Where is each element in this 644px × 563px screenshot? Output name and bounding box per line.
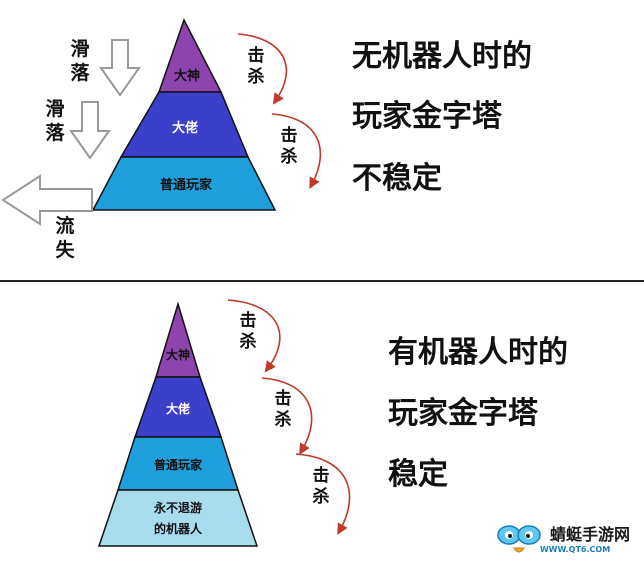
top-loss-label: 流失 xyxy=(55,214,75,261)
bottom-tier-3-label: 普通玩家 xyxy=(154,457,203,472)
top-tier-3 xyxy=(91,156,277,211)
bottom-kill-label-1: 击杀 xyxy=(240,310,257,352)
bottom-caption-line-3: 稳定 xyxy=(388,457,448,492)
bottom-tier-2-label: 大佬 xyxy=(166,401,190,416)
top-slide-label-1: 滑落 xyxy=(70,38,90,84)
bottom-kill-arrow-1 xyxy=(227,299,281,373)
bottom-caption-line-2: 玩家金字塔 xyxy=(388,396,539,431)
bottom-tier-4-label-line-2: 的机器人 xyxy=(154,521,203,536)
top-caption-line-1: 无机器人时的 xyxy=(352,39,532,74)
top-kill-label-1: 击杀 xyxy=(248,45,265,87)
top-caption-line-2: 玩家金字塔 xyxy=(352,99,503,134)
top-slide-label-2: 滑落 xyxy=(45,98,65,144)
top-kill-arrow-1 xyxy=(237,33,288,105)
top-slide-arrow-1 xyxy=(99,39,141,97)
dragonfly-logo-icon xyxy=(497,525,541,553)
bottom-tier-1-label: 大神 xyxy=(166,347,190,362)
top-tier-2-label: 大佬 xyxy=(172,120,198,136)
bottom-caption-line-1: 有机器人时的 xyxy=(388,335,568,370)
top-panel: 大神 大佬 普通玩家 滑落 滑落 流失 击杀 击杀 无机器人时的 玩家金字塔 不… xyxy=(1,18,532,261)
top-caption-line-3: 不稳定 xyxy=(352,161,442,196)
bottom-tier-4-label-line-1: 永不退游 xyxy=(153,500,202,515)
bottom-panel: 大神 大佬 普通玩家 永不退游 的机器人 击杀 击杀 击杀 有机器人时的 玩家金… xyxy=(97,299,568,547)
bottom-tier-4 xyxy=(97,489,259,547)
watermark: 蜻蜓手游网 WWW.QT6.COM xyxy=(497,525,630,554)
top-kill-arrow-2 xyxy=(271,113,322,189)
bottom-tier-1 xyxy=(154,301,202,378)
bottom-kill-label-3: 击杀 xyxy=(313,465,330,507)
top-tier-1-label: 大神 xyxy=(174,68,200,84)
top-loss-arrow xyxy=(1,174,93,226)
watermark-url: WWW.QT6.COM xyxy=(540,545,610,554)
top-kill-label-2: 击杀 xyxy=(281,125,298,167)
bottom-kill-label-2: 击杀 xyxy=(275,388,292,430)
top-slide-arrow-2 xyxy=(69,101,111,160)
bottom-kill-arrow-2 xyxy=(261,377,313,455)
watermark-name: 蜻蜓手游网 xyxy=(550,525,630,544)
bottom-kill-arrow-3 xyxy=(295,453,351,535)
top-tier-3-label: 普通玩家 xyxy=(160,177,213,193)
